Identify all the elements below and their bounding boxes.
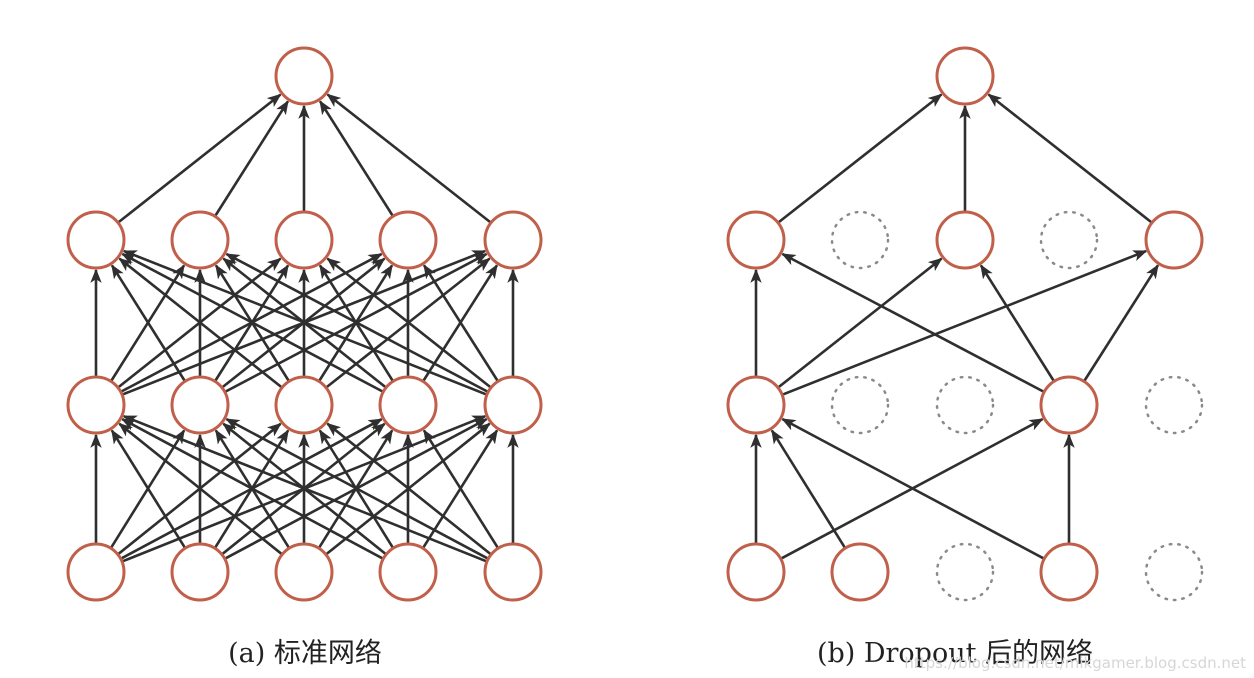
neuron-node-input xyxy=(170,542,230,602)
neuron-node-hidden2 xyxy=(66,210,126,270)
neuron-node-input xyxy=(1039,542,1099,602)
edge-arrow xyxy=(781,417,1045,560)
dropped-neuron-node-hidden2 xyxy=(1039,210,1099,270)
edge-arrow xyxy=(110,429,186,549)
edge-arrow xyxy=(422,429,499,549)
dropped-neuron-node-hidden1 xyxy=(1144,375,1204,435)
neuron-node-hidden2 xyxy=(1144,210,1204,270)
caption-dropout: (b) Dropout 后的网络 xyxy=(817,638,1093,669)
neuron-node-input xyxy=(378,542,438,602)
edge-arrow xyxy=(118,257,283,389)
neuron-node-hidden1 xyxy=(170,375,230,435)
neuron-node-hidden1 xyxy=(378,375,438,435)
edge-arrow xyxy=(1083,264,1159,382)
neuron-node-output xyxy=(274,46,334,106)
neuron-node-input xyxy=(274,542,334,602)
edge-arrow xyxy=(326,422,492,555)
caption-standard: (a) 标准网络 xyxy=(228,638,382,669)
dropped-neuron-node-hidden1 xyxy=(830,375,890,435)
edge-arrow xyxy=(777,257,943,389)
edge-arrow xyxy=(777,93,943,224)
dropped-neuron-node-input xyxy=(1144,542,1204,602)
nodes-standard xyxy=(66,46,543,602)
nodes-dropout xyxy=(726,46,1204,602)
edges-standard xyxy=(90,93,519,563)
edges-dropout xyxy=(750,93,1159,560)
neuron-node-output xyxy=(935,46,995,106)
dropped-neuron-node-input xyxy=(935,542,995,602)
edge-arrow xyxy=(423,264,499,382)
edge-arrow xyxy=(121,252,384,393)
neuron-node-input xyxy=(66,542,126,602)
neuron-node-input xyxy=(483,542,543,602)
edge-arrow xyxy=(326,257,492,389)
edge-arrow xyxy=(117,93,282,224)
edge-arrow xyxy=(225,417,489,560)
panel-standard: (a) 标准网络 xyxy=(66,46,543,669)
edge-arrow xyxy=(118,422,283,555)
edge-arrow xyxy=(979,264,1055,382)
edge-arrow xyxy=(326,93,492,224)
edge-arrow xyxy=(319,100,394,217)
edge-arrow xyxy=(110,264,186,382)
neuron-node-hidden2 xyxy=(378,210,438,270)
neuron-node-hidden2 xyxy=(726,210,786,270)
neuron-node-hidden1 xyxy=(483,375,543,435)
edge-arrow xyxy=(782,249,1148,396)
dropped-neuron-node-hidden1 xyxy=(935,375,995,435)
neuron-node-hidden2 xyxy=(935,210,995,270)
panel-dropout: (b) Dropout 后的网络 xyxy=(726,46,1204,669)
edge-arrow xyxy=(121,418,384,560)
neuron-node-hidden1 xyxy=(274,375,334,435)
edge-arrow xyxy=(987,93,1153,224)
neuron-node-hidden2 xyxy=(170,210,230,270)
neuron-node-hidden1 xyxy=(726,375,786,435)
neuron-node-input xyxy=(830,542,890,602)
edge-arrow xyxy=(122,414,487,563)
edge-arrow xyxy=(770,429,846,549)
neuron-node-hidden2 xyxy=(274,210,334,270)
watermark: https://blog.csdn.net/mikgamer.blog.csdn… xyxy=(904,654,1246,672)
neuron-node-hidden2 xyxy=(483,210,543,270)
edge-arrow xyxy=(122,249,487,396)
edge-arrow xyxy=(225,252,488,393)
neuron-node-hidden1 xyxy=(1039,375,1099,435)
neuron-node-hidden1 xyxy=(66,375,126,435)
edge-arrow xyxy=(781,252,1044,393)
edge-arrow xyxy=(214,100,289,217)
neuron-node-input xyxy=(726,542,786,602)
dropped-neuron-node-hidden2 xyxy=(830,210,890,270)
